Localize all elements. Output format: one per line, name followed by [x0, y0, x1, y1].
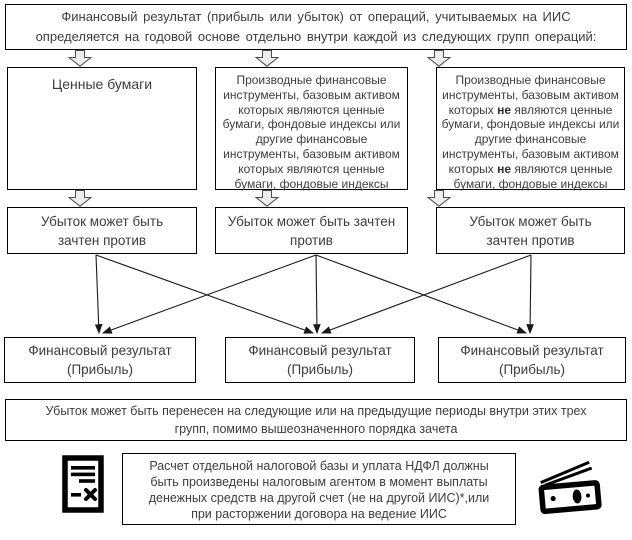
group-derivatives-other-label: Производные финансовые инструменты, базо…	[441, 73, 620, 191]
loss-offset-box-middle: Убыток может быть зачтен против	[215, 207, 408, 254]
header-box: Финансовый результат (прибыль или убыток…	[5, 4, 627, 50]
financial-result-box-right: Финансовый результат (Прибыль)	[438, 337, 626, 383]
down-block-arrow-icon	[68, 190, 92, 207]
group-securities-label: Ценные бумаги	[51, 76, 153, 92]
down-block-arrow-icon	[427, 50, 451, 67]
loss-offset-box-left: Убыток может быть зачтен против	[7, 207, 197, 254]
loss-offset-box-right: Убыток может быть зачтен против	[436, 207, 625, 254]
group-box-derivatives-on-other: Производные финансовые инструменты, базо…	[436, 67, 625, 191]
group-derivatives-securities-label: Производные финансовые инструменты, базо…	[222, 73, 401, 191]
loss-carryforward-box: Убыток может быть перенесен на следующие…	[5, 399, 627, 441]
group-box-derivatives-on-securities: Производные финансовые инструменты, базо…	[215, 67, 408, 191]
financial-result-box-left: Финансовый результат (Прибыль)	[4, 337, 196, 383]
down-block-arrow-icon	[255, 190, 279, 207]
money-icon	[538, 460, 602, 515]
financial-result-box-middle: Финансовый результат (Прибыль)	[225, 337, 415, 383]
down-block-arrow-icon	[427, 190, 451, 207]
group-box-securities: Ценные бумаги	[7, 67, 197, 190]
tax-document-icon	[62, 455, 104, 513]
down-block-arrow-icon	[68, 50, 92, 67]
down-block-arrow-icon	[255, 50, 279, 67]
ndfl-note-box: Расчет отдельной налоговой базы и уплата…	[122, 453, 516, 525]
crossing-connector-arrows	[94, 254, 534, 335]
